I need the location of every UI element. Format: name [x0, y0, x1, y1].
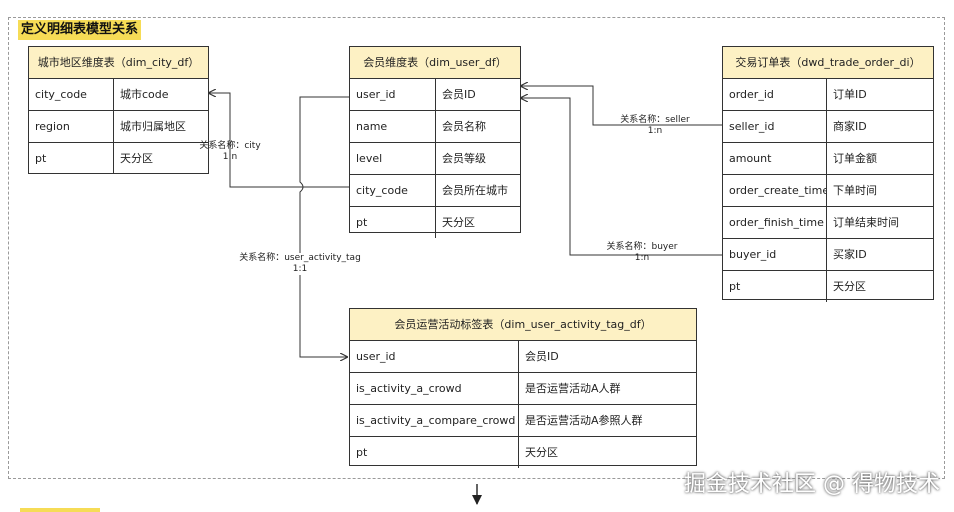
table-row: pt 天分区	[723, 271, 933, 302]
field-desc: 订单ID	[833, 88, 867, 101]
field-desc: 下单时间	[833, 184, 877, 197]
field-name: user_id	[350, 79, 436, 110]
link-seller	[521, 86, 722, 126]
field-name: region	[29, 111, 114, 142]
field-name: pt	[723, 271, 827, 302]
field-desc: 天分区	[525, 446, 558, 459]
table-row: user_id 会员ID	[350, 341, 696, 373]
link-city	[209, 93, 349, 188]
relation-label-seller: 关系名称：seller 1:n	[615, 115, 695, 137]
table-row: pt 天分区	[350, 437, 696, 468]
field-desc: 天分区	[442, 216, 475, 229]
field-name: level	[350, 143, 436, 174]
field-desc: 商家ID	[833, 120, 867, 133]
field-name: pt	[350, 437, 519, 468]
field-name: user_id	[350, 341, 519, 372]
field-name: is_activity_a_compare_crowd	[350, 405, 519, 436]
field-name: is_activity_a_crowd	[350, 373, 519, 404]
relation-label-city: 关系名称：city 1:n	[198, 141, 262, 163]
table-row: is_activity_a_crowd 是否运营活动A人群	[350, 373, 696, 405]
table-row: amount 订单金额	[723, 143, 933, 175]
field-desc: 会员所在城市	[442, 184, 508, 197]
entity-dim-user-df: 会员维度表（dim_user_df） user_id 会员ID name 会员名…	[349, 46, 521, 238]
table-row: order_create_time 下单时间	[723, 175, 933, 207]
field-desc: 会员名称	[442, 120, 486, 133]
relation-cardinality: 1:n	[634, 253, 650, 263]
relation-label-activity: 关系名称：user_activity_tag 1:1	[236, 253, 364, 275]
relation-label-buyer: 关系名称：buyer 1:n	[600, 242, 684, 264]
relation-name: 关系名称：city	[199, 141, 261, 151]
watermark: 掘金技术社区 @ 得物技术	[684, 472, 940, 497]
table-row: user_id 会员ID	[350, 79, 520, 111]
field-desc: 买家ID	[833, 248, 867, 261]
field-name: seller_id	[723, 111, 827, 142]
relation-cardinality: 1:n	[647, 126, 663, 136]
table-row: buyer_id 买家ID	[723, 239, 933, 271]
table-row: order_id 订单ID	[723, 79, 933, 111]
next-section-title-strip	[20, 508, 100, 512]
field-name: order_create_time	[723, 175, 827, 206]
field-name: city_code	[350, 175, 436, 206]
field-name: buyer_id	[723, 239, 827, 270]
field-name: name	[350, 111, 436, 142]
relation-cardinality: 1:1	[292, 264, 308, 274]
field-name: order_finish_time	[723, 207, 827, 238]
table-row: city_code 城市code	[29, 79, 208, 111]
field-desc: 订单金额	[833, 152, 877, 165]
section-title: 定义明细表模型关系	[18, 20, 142, 40]
diagram-frame	[8, 17, 945, 479]
field-desc: 会员ID	[525, 350, 559, 363]
field-desc: 是否运营活动A人群	[525, 382, 621, 395]
link-activity	[299, 96, 349, 357]
table-row: level 会员等级	[350, 143, 520, 175]
relation-cardinality: 1:n	[222, 152, 238, 162]
link-buyer	[521, 98, 722, 256]
field-name: pt	[29, 143, 114, 174]
table-row: seller_id 商家ID	[723, 111, 933, 143]
table-row: order_finish_time 订单结束时间	[723, 207, 933, 239]
field-desc: 天分区	[833, 280, 866, 293]
relation-name: 关系名称：user_activity_tag	[239, 253, 361, 263]
entity-dim-user-activity-tag-df: 会员运营活动标签表（dim_user_activity_tag_df） user…	[349, 308, 697, 468]
entity-dwd-trade-order-di: 交易订单表（dwd_trade_order_di） order_id 订单ID …	[722, 46, 934, 302]
field-desc: 天分区	[120, 152, 153, 165]
table-row: name 会员名称	[350, 111, 520, 143]
table-row: is_activity_a_compare_crowd 是否运营活动A参照人群	[350, 405, 696, 437]
field-desc: 是否运营活动A参照人群	[525, 414, 643, 427]
field-name: amount	[723, 143, 827, 174]
field-desc: 城市归属地区	[120, 120, 186, 133]
table-row: city_code 会员所在城市	[350, 175, 520, 207]
entity-title: 会员维度表（dim_user_df）	[350, 47, 520, 79]
field-name: pt	[350, 207, 436, 238]
field-desc: 会员等级	[442, 152, 486, 165]
table-row: pt 天分区	[29, 143, 208, 174]
relation-name: 关系名称：seller	[620, 115, 690, 125]
field-desc: 订单结束时间	[833, 216, 899, 229]
entity-title: 城市地区维度表（dim_city_df）	[29, 47, 208, 79]
entity-title: 交易订单表（dwd_trade_order_di）	[723, 47, 933, 79]
field-name: order_id	[723, 79, 827, 110]
table-row: region 城市归属地区	[29, 111, 208, 143]
field-desc: 会员ID	[442, 88, 476, 101]
relation-name: 关系名称：buyer	[606, 242, 678, 252]
entity-dim-city-df: 城市地区维度表（dim_city_df） city_code 城市code re…	[28, 46, 209, 174]
field-desc: 城市code	[120, 88, 169, 101]
entity-title: 会员运营活动标签表（dim_user_activity_tag_df）	[350, 309, 696, 341]
table-row: pt 天分区	[350, 207, 520, 238]
field-name: city_code	[29, 79, 114, 110]
